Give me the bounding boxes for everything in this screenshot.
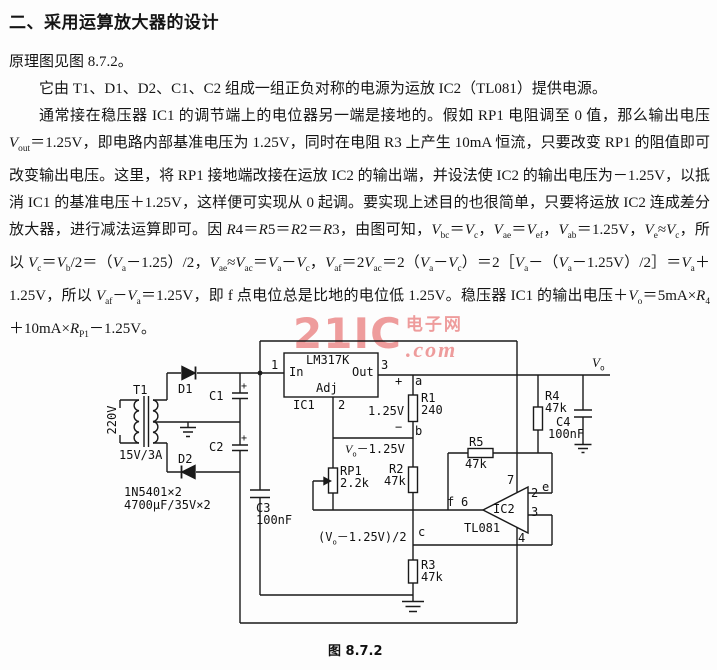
adj-voltage-label: Vo－1.25V (345, 442, 405, 459)
reg-pin3-label: 3 (381, 358, 389, 372)
ic1-label: IC1 (293, 398, 315, 412)
reg-adj-label: Adj (316, 381, 338, 395)
reg-in-label: In (289, 365, 304, 379)
diode-d2-label: D2 (178, 452, 193, 466)
cap-c3-label: C3 (256, 501, 271, 515)
r4-label: R4 (545, 389, 560, 403)
primary-voltage-label: 220V (105, 405, 119, 435)
r1-value: 240 (421, 403, 443, 417)
c3-value: 100nF (256, 513, 293, 527)
r2-value: 47k (384, 474, 406, 488)
ic2-label: IC2 (493, 502, 515, 516)
cap-c2-label: C2 (209, 440, 224, 454)
r1-label: R1 (421, 391, 436, 405)
c1-plus-sign: + (241, 381, 248, 392)
opamp-pin7-label: 7 (507, 473, 515, 487)
node-e-label: e (542, 480, 550, 494)
r4-value: 47k (545, 401, 567, 415)
paragraph-intro: 原理图见图 8.7.2。 (9, 54, 133, 70)
reg-model-label: LM317K (306, 353, 350, 367)
cap-c1-label: C1 (209, 389, 224, 403)
capacitor-part-number: 4700μF/35V×2 (124, 498, 211, 512)
diode-d1-label: D1 (178, 382, 193, 396)
cap-c4-label: C4 (556, 415, 571, 429)
section-title: 二、采用运算放大器的设计 (9, 13, 219, 33)
opamp-pin6-label: 6 (461, 495, 469, 509)
reg-pin2-label: 2 (338, 398, 346, 412)
minus-sign-node-b: − (395, 420, 403, 434)
rp1-value: 2.2k (340, 476, 369, 490)
output-voltage-label: Vo (592, 355, 605, 373)
node-c-voltage-label: (Vo－1.25V)/2 (318, 530, 407, 547)
c4-value: 100nF (548, 427, 585, 441)
opamp-model-label: TL081 (464, 521, 501, 535)
reg-pin1-label: 1 (271, 358, 279, 372)
r5-value: 47k (465, 457, 487, 471)
figure-caption: 图 8.7.2 (328, 644, 383, 659)
opamp-pin2-label: 2 (531, 486, 539, 500)
plus-sign-node-a: + (395, 374, 403, 388)
opamp-pin4-label: 4 (518, 531, 526, 545)
r3-label: R3 (421, 558, 436, 572)
transformer-label: T1 (133, 383, 148, 397)
diode-part-number: 1N5401×2 (124, 485, 182, 499)
reference-voltage-label: 1.25V (368, 404, 405, 418)
node-a-label: a (415, 374, 423, 388)
r5-label: R5 (469, 435, 484, 449)
r2-label: R2 (389, 462, 404, 476)
node-b-label: b (415, 424, 423, 438)
article-text: 二、采用运算放大器的设计 原理图见图 8.7.2。 它由 T1、D1、D2、C1… (9, 6, 710, 349)
circuit-wires (119, 340, 610, 624)
c2-plus-sign: + (241, 433, 248, 444)
paragraph-power-supply: 它由 T1、D1、D2、C1、C2 组成一组正负对称的电源为运放 IC2（TL0… (39, 81, 607, 97)
r3-value: 47k (421, 570, 443, 584)
paragraph-main: 通常接在稳压器 IC1 的调节端上的电位器另一端是接地的。假如 RP1 电阻调至… (9, 108, 710, 340)
reg-out-label: Out (352, 365, 374, 379)
opamp-pin3-label: 3 (531, 505, 539, 519)
node-c-label: c (418, 525, 426, 539)
secondary-rating-label: 15V/3A (119, 448, 163, 462)
rp1-label: RP1 (340, 464, 362, 478)
node-f-label: f (447, 495, 455, 509)
